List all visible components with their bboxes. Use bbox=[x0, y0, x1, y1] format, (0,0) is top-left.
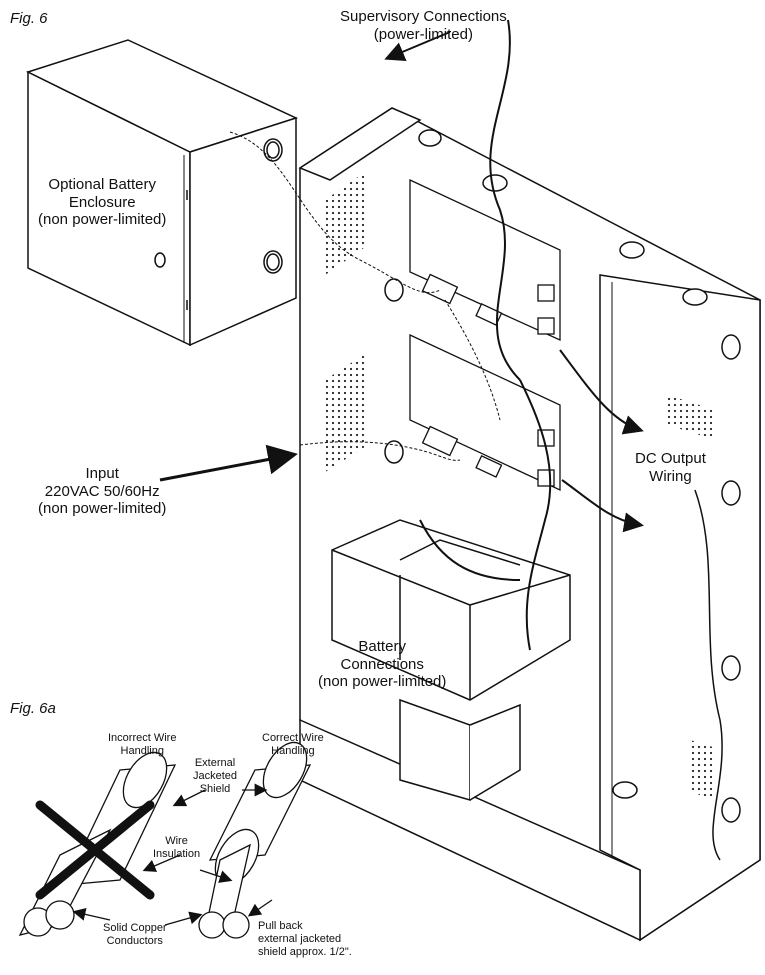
correct-handling-label: Correct Wire Handling bbox=[262, 732, 324, 757]
wiring bbox=[229, 19, 723, 861]
wire-insulation-label: Wire Insulation bbox=[153, 835, 201, 860]
supervisory-connections-label: Supervisory Connections (power-limited) bbox=[340, 8, 507, 43]
fig6a-title: Fig. 6a bbox=[10, 700, 56, 717]
dc-output-label: DC Output Wiring bbox=[635, 450, 706, 485]
external-shield-label: External Jacketed Shield bbox=[193, 757, 238, 795]
incorrect-handling-label: Incorrect Wire Handling bbox=[108, 732, 177, 757]
fig6a-leaders bbox=[72, 783, 273, 926]
incorrect-wire-illustration bbox=[18, 751, 177, 937]
input-label: Input 220VAC 50/60Hz (non power-limited) bbox=[38, 465, 167, 518]
fig6-title: Fig. 6 bbox=[10, 10, 48, 27]
solid-copper-label: Solid Copper Conductors bbox=[103, 922, 167, 947]
circuit-boards bbox=[409, 178, 561, 492]
power-supply-enclosure bbox=[298, 107, 761, 942]
battery-enclosure-label: Optional Battery Enclosure (non power-li… bbox=[38, 176, 167, 229]
callout-arrows bbox=[159, 31, 451, 482]
pull-back-label: Pull back external jacketed shield appro… bbox=[258, 920, 352, 958]
battery-connections-label: Battery Connections (non power-limited) bbox=[318, 638, 447, 691]
incorrect-cross bbox=[35, 800, 155, 900]
battery-enclosure-box bbox=[26, 39, 299, 347]
batteries bbox=[331, 519, 571, 801]
